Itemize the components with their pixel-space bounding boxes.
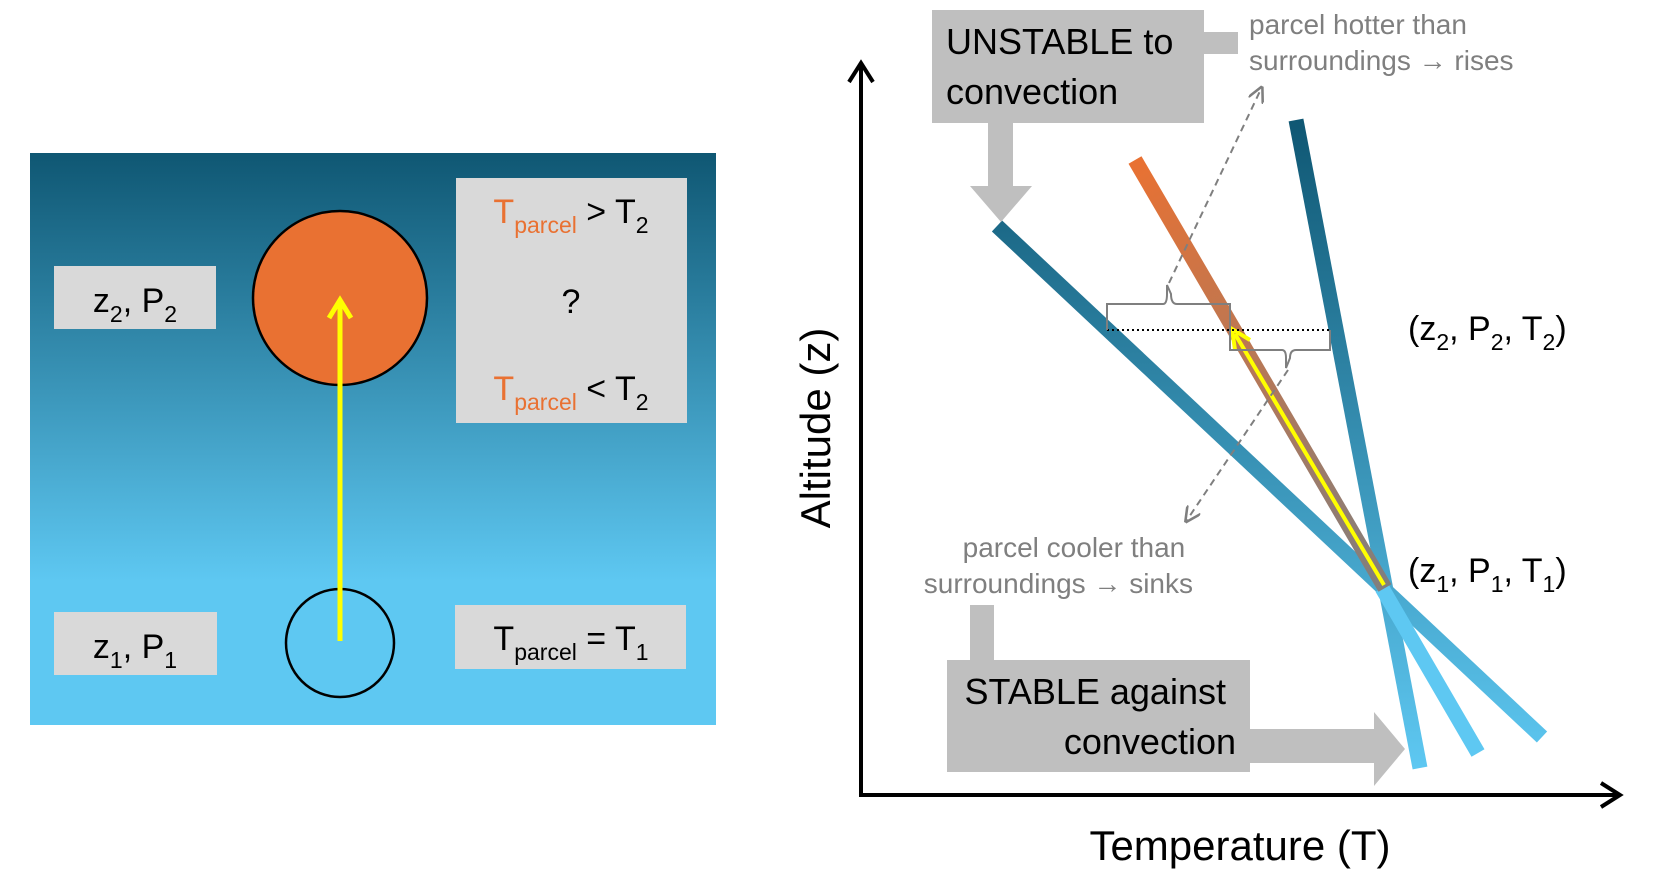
condition-less: Tparcel < T2 xyxy=(493,370,648,415)
brace-upper xyxy=(1106,284,1231,330)
x-axis-arrowhead xyxy=(1599,781,1624,809)
profile-unstable-line xyxy=(991,220,1548,743)
y-axis-arrowhead xyxy=(847,59,875,84)
hotter-note: parcel hotter than surroundings → rises xyxy=(1249,9,1514,76)
point-label-bottom: (z1, P1, T1) xyxy=(1408,552,1567,597)
unstable-label: UNSTABLE to convection xyxy=(946,21,1183,112)
profile-stable-line xyxy=(1288,118,1428,770)
y-axis-label: Altitude (z) xyxy=(792,328,839,529)
stable-connector xyxy=(970,605,994,663)
unstable-box xyxy=(932,10,1204,123)
z2-p2-label: z2, P2 xyxy=(93,282,177,327)
x-axis-label: Temperature (T) xyxy=(1089,822,1390,869)
condition-question: ? xyxy=(562,283,581,321)
profile-adiabat-lower xyxy=(1375,584,1485,757)
cooler-pointer xyxy=(1187,369,1289,520)
stable-box xyxy=(947,660,1250,772)
condition-greater: Tparcel > T2 xyxy=(493,193,648,238)
z1-p1-label: z1, P1 xyxy=(93,628,177,673)
unstable-connector xyxy=(1198,32,1238,54)
cooler-note: parcel cooler than surroundings → sinks xyxy=(924,532,1193,599)
z1-p1-box xyxy=(54,612,217,675)
point-label-top: (z2, P2, T2) xyxy=(1408,310,1567,355)
z2-p2-box xyxy=(54,266,216,329)
stable-label: STABLE against convection xyxy=(965,671,1237,762)
rising-arrow-head xyxy=(326,295,354,320)
brace-lower xyxy=(1229,330,1331,369)
stable-callout-arrow xyxy=(1245,712,1405,786)
parcel-path-arrow-shaft xyxy=(1233,332,1386,587)
condition-equal: Tparcel = T1 xyxy=(493,620,648,665)
condition-box xyxy=(456,178,687,423)
equal-box xyxy=(455,605,686,669)
unstable-callout-arrow xyxy=(970,122,1032,222)
